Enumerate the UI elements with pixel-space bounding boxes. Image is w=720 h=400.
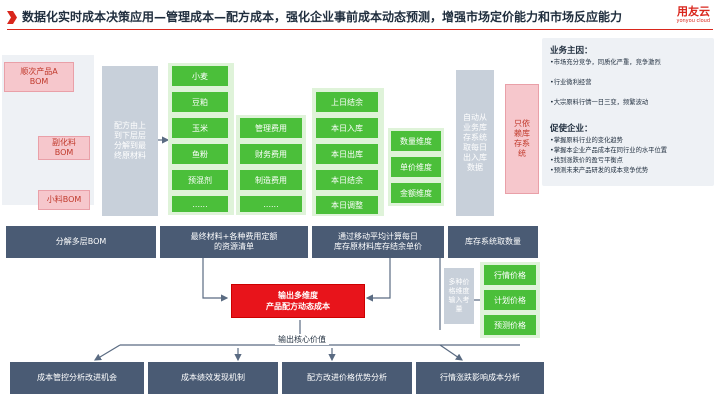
inventory-item: 本日入库 [316,118,378,138]
value-box: 行情涨跌影响成本分析 [416,362,544,394]
fee-item: 制造费用 [240,170,302,190]
material-item: 预混剂 [172,170,228,190]
inventory-item: 上日结余 [316,92,378,112]
panel-item: •预测未来产品研发的成本竞争优势 [550,167,649,174]
resource-list-bar: 最终材料+各种费用定额 的资源清单 [160,226,308,258]
decompose-bom-bar: 分解多层BOM [6,226,156,258]
material-item: 豆粕 [172,92,228,112]
fee-item: 管理费用 [240,118,302,138]
panel-item: •行业微利经营 [550,79,592,86]
bom-parent-box: 顺次产品A BOM [4,62,74,92]
panel-item: •市场充分竞争，同质化严重，竞争激烈 [550,59,661,66]
dimension-item: 单价维度 [391,157,441,177]
moving-average-bar: 通过移动平均计算每日 库存原材料库存结余单价 [312,226,444,258]
fee-item: 财务费用 [240,144,302,164]
panel-heading-enterprise: 促使企业： [550,124,593,134]
inventory-item: 本日结余 [316,170,378,190]
inventory-item: 本日调整 [316,196,378,214]
logo-subtext: yonyou cloud [676,18,710,24]
recipe-decompose-note: 配方由上到下层层分解到最终原材料 [102,66,158,216]
price-item: 预测价格 [484,315,536,335]
auto-fetch-note: 自动从业务库存系统取每日出入库数据 [456,70,494,216]
value-box: 成本绩效发现机制 [148,362,278,394]
material-item: ...... [172,196,228,212]
page-title: 数据化实时成本决策应用—管理成本—配方成本，强化企业事前成本动态预测，增强市场定… [22,10,623,24]
bom-small-box: 小料BOM [38,190,90,210]
panel-heading-drivers: 业务主因： [550,46,593,56]
only-inventory-note: 只依赖库存系统 [505,84,539,194]
price-item: 计划价格 [484,290,536,310]
output-dynamic-cost-box: 输出多维度 产品配方动态成本 [231,284,365,318]
bom-sub-box: 副化料 BOM [38,136,90,160]
fee-item: ...... [240,196,302,212]
panel-item: •掌握原料行业的变化趋势 [550,137,623,144]
value-box: 配方改进价格优势分析 [282,362,412,394]
title-marker-icon [7,9,17,24]
material-item: 鱼粉 [172,144,228,164]
output-core-value-label: 输出核心价值 [275,334,329,345]
dimension-item: 数量维度 [391,131,441,151]
logo-text: 用友云 [677,5,710,18]
panel-item: •掌握本企业产品成本在同行业的水平位置 [550,147,668,154]
material-item: 小麦 [172,66,228,86]
price-input-note: 多种价格维度输入考量 [444,268,474,324]
value-box: 成本管控分析改进机会 [10,362,144,394]
panel-item: •找到涨跌价的盈亏平衡点 [550,157,623,164]
business-drivers-panel: 业务主因： •市场充分竞争，同质化严重，竞争激烈 •行业微利经营 •大宗原料行情… [542,38,714,186]
panel-item: •大宗原料行情一日三变，频繁波动 [550,99,649,106]
material-item: 玉米 [172,118,228,138]
brand-logo: 用友云 yonyou cloud [670,5,710,29]
inventory-item: 本日出库 [316,144,378,164]
price-item: 行情价格 [484,265,536,285]
inventory-system-bar: 库存系统取数量 [448,226,538,258]
dimension-item: 金额维度 [391,183,441,203]
title-divider [7,29,713,30]
